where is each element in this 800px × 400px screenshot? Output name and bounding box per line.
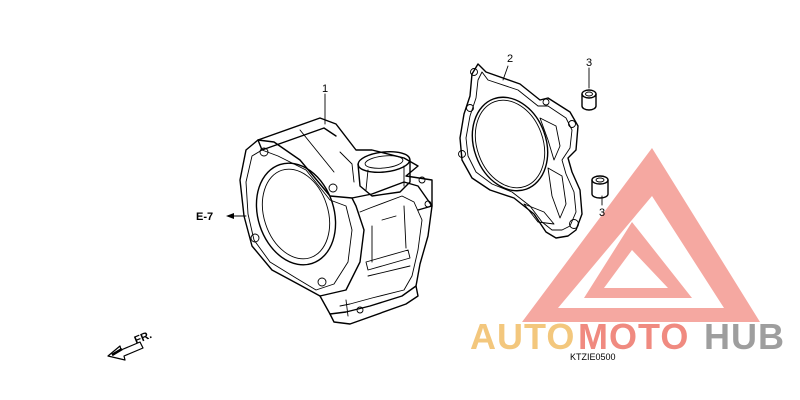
cylinder-block	[239, 117, 433, 325]
watermark-auto: AUTO	[470, 316, 575, 357]
watermark-triangle-inner	[584, 222, 692, 298]
watermark-moto: MOTO	[578, 316, 689, 357]
watermark-triangle-outer	[522, 148, 760, 322]
leader-lines	[226, 65, 603, 219]
dowel-pin-lower	[591, 175, 609, 199]
cylinder-gasket	[458, 63, 583, 239]
watermark-text: AUTO MOTO HUB	[470, 316, 785, 357]
callout-1: 1	[322, 83, 328, 95]
front-direction-label: FR.	[133, 329, 154, 347]
watermark-logo	[522, 148, 760, 322]
callout-2: 2	[507, 53, 513, 65]
callout-3-upper: 3	[586, 57, 592, 69]
dowel-pin-upper	[581, 89, 597, 111]
reference-label: E-7	[196, 211, 213, 223]
diagram-code: KTZIE0500	[570, 352, 616, 362]
watermark-hub: HUB	[704, 316, 785, 357]
callout-3-lower: 3	[599, 207, 605, 219]
front-direction-arrow: FR.	[107, 329, 154, 361]
